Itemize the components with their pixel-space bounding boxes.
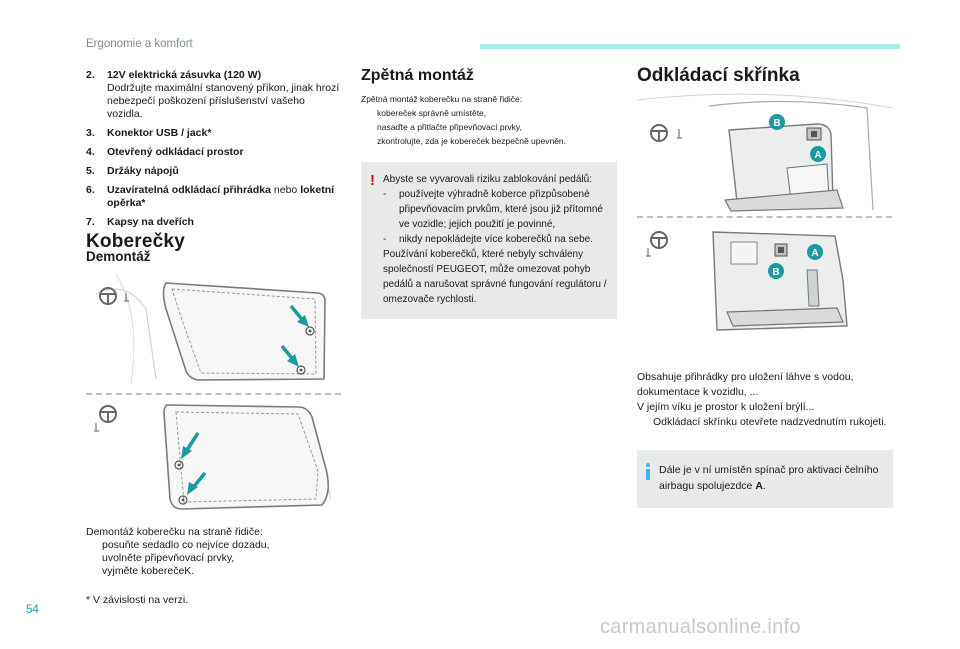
list-item: nasaďte a přitlačte připevňovací prvky, (361, 120, 617, 134)
label-a-marker: A (810, 146, 826, 162)
list-item: -nikdy nepokládejte více koberečků na se… (383, 234, 594, 245)
refit-steps: kobereček správně umístěte, nasaďte a př… (361, 106, 617, 148)
label-b-marker: B (768, 263, 784, 279)
list-item: 6. Uzavíratelná odkládací přihrádka nebo… (86, 184, 335, 209)
label-b-marker: B (769, 114, 785, 130)
column-middle: Zpětná montáž Zpětná montáž koberečku na… (361, 67, 617, 319)
removal-caption: Demontáž koberečku na straně řidiče: (86, 526, 263, 538)
svg-text:B: B (772, 267, 779, 278)
list-item: zkontrolujte, zda je kobereček bezpečně … (361, 134, 617, 148)
heading-mats: Koberečky (86, 231, 185, 252)
arrow-icon (181, 432, 200, 459)
seat-icon (646, 248, 651, 257)
svg-text:A: A (814, 150, 821, 161)
column-right: Odkládací skřínka B (637, 65, 893, 508)
page-number: 54 (26, 604, 39, 616)
heading-glovebox: Odkládací skřínka (637, 65, 800, 86)
label-a-marker: A (807, 244, 823, 260)
removal-instructions: Demontáž koberečku na straně řidiče: pos… (86, 526, 341, 578)
header-bar (480, 44, 900, 49)
arrow-icon (187, 471, 207, 495)
list-item: -používejte výhradně koberce přizpůsoben… (383, 189, 603, 230)
list-item: 4. Otevřený odkládací prostor (86, 146, 244, 158)
info-box: Dále je v ní umístěn spínač pro aktivaci… (637, 450, 893, 508)
info-text: Dále je v ní umístěn spínač pro aktivaci… (659, 464, 879, 492)
bullet-arrow-icon (361, 106, 377, 120)
item-title: Konektor USB / jack* (107, 127, 212, 139)
arrow-icon (280, 344, 299, 367)
mat-removal-illustration-top (86, 269, 341, 389)
bullet-arrow-icon (637, 415, 653, 430)
warning-box: ! Abyste se vyvarovali riziku zablokován… (361, 162, 617, 319)
bullet-arrow-icon (361, 134, 377, 148)
steering-wheel-icon (650, 231, 668, 249)
glovebox-illustration-bottom: A B (637, 222, 892, 340)
list-item: posuňte sedadlo co nejvíce dozadu, (86, 539, 341, 552)
bullet-arrow-icon (86, 565, 102, 578)
divider (637, 216, 892, 218)
bullet-arrow-icon (86, 539, 102, 552)
list-item: 3. Konektor USB / jack* (86, 127, 212, 139)
watermark: carmanualsonline.info (600, 616, 801, 638)
glovebox-para-1: Obsahuje přihrádky pro uložení láhve s v… (637, 371, 854, 398)
removal-steps: posuňte sedadlo co nejvíce dozadu, uvoln… (86, 539, 341, 578)
refit-intro: Zpětná montáž koberečku na straně řidiče… (361, 94, 523, 104)
seat-icon (124, 293, 129, 302)
glovebox-bottom-svg: A B (646, 231, 848, 331)
list-item: vyjměte koberečeK. (86, 565, 341, 578)
item-text: Dodržujte maximální stanovený příkon, ji… (107, 82, 340, 120)
arrow-icon (289, 304, 309, 327)
warning-outro: Používání koberečků, které nebyly schvál… (383, 249, 607, 305)
mat-removal-illustration-bottom (86, 399, 341, 514)
list-item: 7. Kapsy na dveřích (86, 216, 194, 228)
mat-top-svg (95, 273, 326, 385)
item-title: 12V elektrická zásuvka (120 W) (107, 69, 262, 81)
steering-wheel-icon (650, 124, 668, 142)
item-title: Držáky nápojů (107, 165, 179, 177)
seat-icon (677, 129, 682, 139)
info-icon (646, 463, 650, 480)
seat-icon (94, 423, 99, 432)
glovebox-steps: Odkládací skřínku otevřete nadzvednutím … (637, 415, 893, 430)
list-item: 2. 12V elektrická zásuvka (120 W)Dodržuj… (86, 69, 340, 120)
glovebox-para-2: V jejím víku je prostor k uložení brýlí.… (637, 401, 815, 413)
bullet-arrow-icon (86, 552, 102, 565)
feature-list: 2. 12V elektrická zásuvka (120 W)Dodržuj… (86, 69, 341, 229)
warning-icon: ! (370, 172, 375, 189)
item-title: Uzavíratelná odkládací přihrádka (107, 184, 271, 196)
bullet-arrow-icon (361, 120, 377, 134)
list-item: Odkládací skřínku otevřete nadzvednutím … (637, 415, 893, 430)
list-item: 5. Držáky nápojů (86, 165, 179, 177)
heading-refit: Zpětná montáž (361, 67, 474, 84)
mat-bottom-svg (94, 404, 332, 510)
column-left: 2. 12V elektrická zásuvka (120 W)Dodržuj… (86, 69, 341, 578)
divider (86, 393, 341, 395)
svg-text:A: A (811, 248, 818, 259)
glovebox-illustration-top: B A (637, 90, 892, 212)
section-title: Ergonomie a komfort (86, 38, 193, 50)
item-title: Otevřený odkládací prostor (107, 146, 244, 158)
footnote: * V závislosti na verzi. (86, 594, 189, 606)
subheading-removal: Demontáž (86, 249, 151, 264)
svg-text:B: B (773, 118, 780, 129)
list-item: kobereček správně umístěte, (361, 106, 617, 120)
list-item: uvolněte připevňovací prvky, (86, 552, 341, 565)
glovebox-top-svg: B A (637, 93, 892, 212)
warning-intro: Abyste se vyvarovali riziku zablokování … (383, 174, 592, 185)
steering-wheel-icon (99, 287, 117, 305)
item-title: Kapsy na dveřích (107, 216, 194, 228)
refit-instructions: Zpětná montáž koberečku na straně řidiče… (361, 92, 617, 148)
glovebox-description: Obsahuje přihrádky pro uložení láhve s v… (637, 370, 893, 430)
steering-wheel-icon (99, 405, 117, 423)
